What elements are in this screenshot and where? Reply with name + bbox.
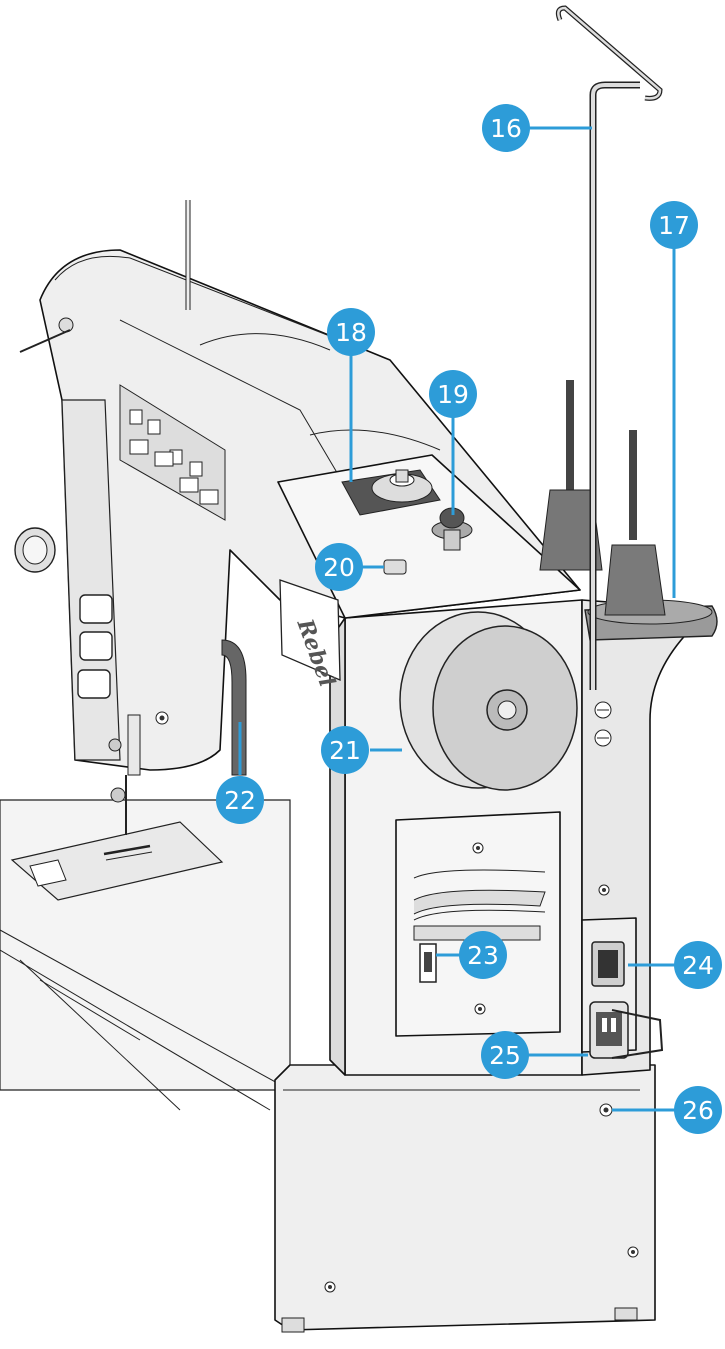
svg-text:23: 23: [467, 941, 499, 970]
callout-26: 26: [674, 1086, 722, 1134]
callout-17: 17: [650, 201, 698, 249]
leader-lines: [238, 126, 676, 1112]
needle-plate: [10, 821, 224, 901]
svg-text:24: 24: [682, 951, 714, 980]
thread-guide-bar: [555, 5, 663, 690]
handle: [221, 639, 247, 776]
callout-16: 16: [482, 104, 530, 152]
callout-19: 19: [429, 370, 477, 418]
callout-25: 25: [481, 1031, 529, 1079]
spool-holder: [539, 380, 718, 641]
front-controls: [14, 527, 169, 725]
svg-text:21: 21: [329, 736, 361, 765]
control-panel: [119, 384, 226, 521]
side-access-panel: [395, 811, 561, 1037]
needle-assembly: [108, 714, 141, 835]
machine-base: [274, 1064, 656, 1333]
svg-text:18: 18: [335, 318, 367, 347]
callout-24: 24: [674, 941, 722, 989]
svg-text:22: 22: [224, 786, 256, 815]
top-thread-guides: [19, 200, 191, 353]
callout-18: 18: [327, 308, 375, 356]
svg-text:25: 25: [489, 1041, 521, 1070]
callout-22: 22: [216, 776, 264, 824]
svg-text:20: 20: [323, 553, 355, 582]
svg-text:26: 26: [682, 1096, 714, 1125]
power-panel: [581, 917, 664, 1117]
callout-23: 23: [459, 931, 507, 979]
bobbin-winder: [341, 469, 473, 575]
handwheel: [399, 611, 578, 791]
callout-20: 20: [315, 543, 363, 591]
svg-text:16: 16: [490, 114, 522, 143]
svg-text:19: 19: [437, 380, 469, 409]
callout-21: 21: [321, 726, 369, 774]
svg-text:17: 17: [658, 211, 690, 240]
